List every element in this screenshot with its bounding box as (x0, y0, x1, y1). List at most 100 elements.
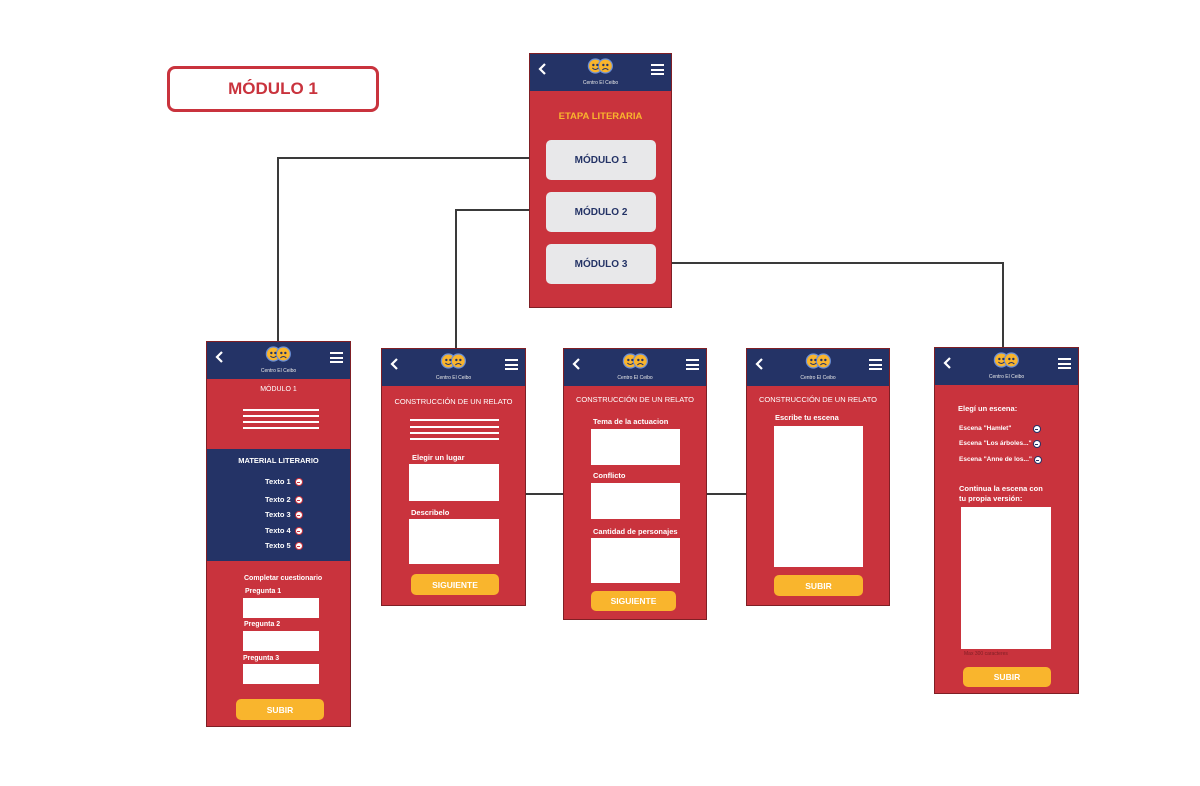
brand-logo: Centro El Ceibo (617, 353, 653, 381)
brand-name: Centro El Ceibo (617, 375, 653, 381)
back-arrow-icon[interactable] (389, 357, 401, 371)
brand-name: Centro El Ceibo (435, 375, 472, 381)
texto-5-link[interactable]: Texto 5 (265, 541, 291, 550)
back-arrow-icon[interactable] (942, 356, 954, 370)
open-text-icon[interactable] (295, 478, 303, 486)
brand-logo: Centro El Ceibo (261, 346, 296, 374)
brand-name: Centro El Ceibo (800, 375, 836, 381)
characters-input[interactable] (591, 538, 680, 583)
next-button[interactable]: SIGUIENTE (411, 574, 499, 595)
brand-name: Centro El Ceibo (988, 374, 1025, 380)
choose-scene-heading: Elegí un escena: (958, 404, 1018, 413)
open-text-icon[interactable] (295, 511, 303, 519)
open-text-icon[interactable] (295, 496, 303, 504)
char-limit-note: Max 300 caracteres (964, 651, 1008, 657)
screen-title: MÓDULO 1 (260, 386, 297, 393)
conflict-input[interactable] (591, 483, 680, 519)
question-2-input[interactable] (243, 631, 319, 651)
conflict-label: Conflicto (593, 471, 626, 480)
app-header: Centro El Ceibo (207, 342, 350, 379)
theater-masks-icon (993, 352, 1020, 368)
screen-modulo-1: Centro El Ceibo MÓDULO 1 MATERIAL LITERA… (206, 341, 351, 727)
submit-button[interactable]: SUBIR (774, 575, 863, 596)
theme-label: Tema de la actuacion (593, 417, 669, 426)
open-text-icon[interactable] (295, 527, 303, 535)
describe-label: Describelo (411, 508, 450, 517)
back-arrow-icon[interactable] (754, 357, 766, 371)
theater-masks-icon (587, 58, 614, 74)
continue-prompt-line-2: tu propia versión: (959, 494, 1023, 503)
hamburger-menu-icon[interactable] (651, 64, 664, 75)
hamburger-menu-icon[interactable] (686, 359, 699, 370)
screen-scene-choice: Centro El Ceibo Elegí un escena: Escena … (934, 347, 1079, 694)
texto-4-link[interactable]: Texto 4 (265, 526, 291, 535)
select-scene-icon[interactable] (1033, 425, 1041, 433)
question-2-label: Pregunta 2 (244, 621, 281, 628)
brand-name: Centro El Ceibo (582, 80, 619, 86)
hamburger-menu-icon[interactable] (330, 352, 343, 363)
screen-story-step-2: Centro El Ceibo CONSTRUCCIÓN DE UN RELAT… (563, 348, 707, 620)
text-placeholder-line (243, 409, 319, 411)
screen-title: CONSTRUCCIÓN DE UN RELATO (758, 395, 878, 404)
app-header: Centro El Ceibo (564, 349, 706, 386)
material-heading: MATERIAL LITERARIO (238, 456, 319, 465)
connector-module1 (277, 157, 545, 341)
scene-arboles-option[interactable]: Escena "Los árboles..." (959, 440, 1032, 447)
place-label: Elegir un lugar (412, 453, 465, 462)
module-title-box: MÓDULO 1 (167, 66, 379, 112)
submit-button[interactable]: SUBIR (963, 667, 1051, 687)
hamburger-menu-icon[interactable] (505, 359, 518, 370)
quiz-heading: Completar cuestionario (244, 575, 323, 582)
back-arrow-icon[interactable] (537, 62, 549, 76)
describe-input[interactable] (409, 519, 499, 564)
select-scene-icon[interactable] (1033, 440, 1041, 448)
theme-input[interactable] (591, 429, 680, 465)
brand-logo: Centro El Ceibo (989, 352, 1024, 380)
hamburger-menu-icon[interactable] (1058, 358, 1071, 369)
scene-label: Escribe tu escena (775, 413, 839, 422)
module-3-button[interactable]: MÓDULO 3 (546, 244, 656, 284)
scene-hamlet-option[interactable]: Escena "Hamlet" (959, 425, 1012, 432)
screen-etapa-literaria: Centro El Ceibo ETAPA LITERARIA MÓDULO 1… (529, 53, 672, 308)
text-placeholder-line (410, 419, 499, 421)
question-3-label: Pregunta 3 (243, 655, 280, 662)
scene-anne-option[interactable]: Escena "Anne de los..." (959, 456, 1032, 463)
back-arrow-icon[interactable] (214, 350, 226, 364)
select-scene-icon[interactable] (1034, 456, 1042, 464)
screen-story-step-1: Centro El Ceibo CONSTRUCCIÓN DE UN RELAT… (381, 348, 526, 606)
texto-2-link[interactable]: Texto 2 (265, 495, 291, 504)
theater-masks-icon (805, 353, 831, 369)
hamburger-menu-icon[interactable] (869, 359, 882, 370)
screen-story-step-3: Centro El Ceibo CONSTRUCCIÓN DE UN RELAT… (746, 348, 890, 606)
screen-title: CONSTRUCCIÓN DE UN RELATO (394, 397, 513, 406)
connector-module2 (455, 209, 545, 348)
theater-masks-icon (622, 353, 648, 369)
brand-logo: Centro El Ceibo (800, 353, 836, 381)
material-section: MATERIAL LITERARIO Texto 1 Texto 2 Texto… (207, 449, 350, 561)
app-header: Centro El Ceibo (382, 349, 525, 386)
open-text-icon[interactable] (295, 542, 303, 550)
question-1-label: Pregunta 1 (245, 588, 282, 595)
brand-logo: Centro El Ceibo (583, 58, 618, 86)
screen-title: CONSTRUCCIÓN DE UN RELATO (575, 395, 695, 404)
version-textarea[interactable] (961, 507, 1051, 649)
etapa-heading: ETAPA LITERARIA (558, 111, 643, 122)
brand-name: Centro El Ceibo (260, 368, 297, 374)
characters-label: Cantidad de personajes (593, 527, 678, 536)
texto-3-link[interactable]: Texto 3 (265, 510, 291, 519)
place-input[interactable] (409, 464, 499, 501)
brand-logo: Centro El Ceibo (436, 353, 471, 381)
module-1-button[interactable]: MÓDULO 1 (546, 140, 656, 180)
theater-masks-icon (265, 346, 292, 362)
scene-textarea[interactable] (774, 426, 863, 567)
theater-masks-icon (440, 353, 467, 369)
question-3-input[interactable] (243, 664, 319, 684)
text-placeholder-line (243, 427, 319, 429)
question-1-input[interactable] (243, 598, 319, 618)
app-header: Centro El Ceibo (530, 54, 671, 91)
texto-1-link[interactable]: Texto 1 (265, 477, 291, 486)
submit-button[interactable]: SUBIR (236, 699, 324, 720)
module-2-button[interactable]: MÓDULO 2 (546, 192, 656, 232)
next-button[interactable]: SIGUIENTE (591, 591, 676, 611)
back-arrow-icon[interactable] (571, 357, 583, 371)
